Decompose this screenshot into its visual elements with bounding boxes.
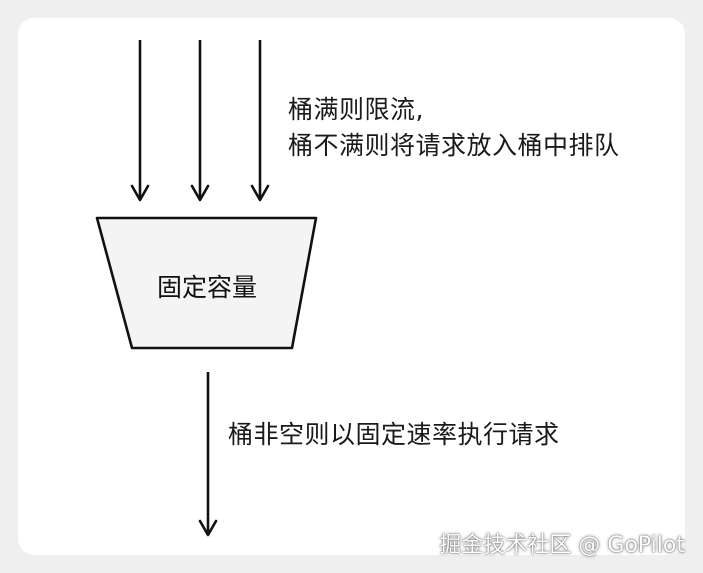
outflow-arrow bbox=[198, 372, 218, 537]
inflow-arrow-2-head bbox=[190, 184, 210, 202]
inflow-note-line1: 桶满则限流, bbox=[288, 95, 424, 124]
inflow-arrows bbox=[130, 40, 270, 202]
bucket-label: 固定容量 bbox=[157, 273, 257, 302]
outflow-arrow-head bbox=[198, 519, 218, 537]
inflow-note-line2: 桶不满则将请求放入桶中排队 bbox=[288, 131, 620, 160]
inflow-note: 桶满则限流, 桶不满则将请求放入桶中排队 bbox=[288, 92, 620, 164]
inflow-arrow-1-head bbox=[130, 184, 150, 202]
outflow-note: 桶非空则以固定速率执行请求 bbox=[228, 420, 560, 449]
bucket-shape bbox=[95, 216, 318, 350]
inflow-arrow-3-head bbox=[250, 184, 270, 202]
watermark: 掘金技术社区 @ GoPilot bbox=[439, 533, 685, 558]
